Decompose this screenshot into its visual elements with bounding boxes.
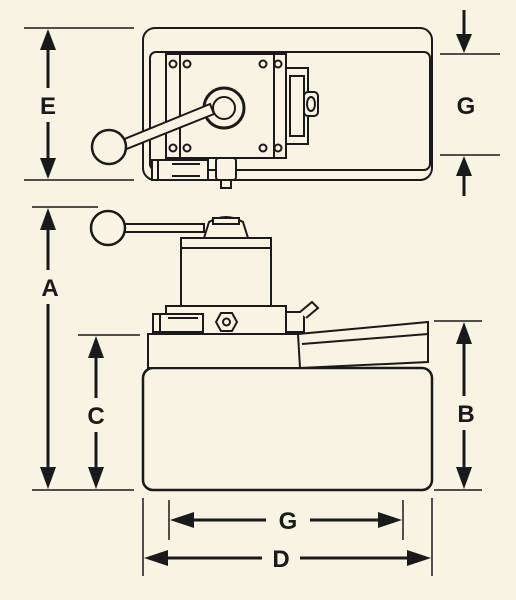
- side-view-reservoir: [141, 366, 434, 492]
- side-view-base-block: [147, 333, 301, 369]
- label-d: D: [272, 546, 289, 573]
- top-view: [90, 27, 433, 189]
- dimension-b: [434, 320, 482, 491]
- side-view-handle-knob: [89, 209, 127, 247]
- side-view-pedal: [296, 320, 429, 370]
- label-e: E: [40, 93, 56, 120]
- top-view-handle-knob: [90, 128, 128, 166]
- label-c: C: [87, 403, 104, 430]
- dimension-c: [78, 334, 140, 489]
- label-g-top: G: [457, 93, 476, 120]
- side-view: [89, 209, 434, 492]
- dimension-g-bottom: [168, 500, 404, 540]
- label-g-bottom: G: [279, 508, 298, 535]
- dimension-g-top: [440, 10, 500, 196]
- top-view-inner-outline: [149, 51, 431, 171]
- dimension-e: [24, 27, 134, 181]
- label-a: A: [41, 275, 58, 302]
- dimension-a: [32, 206, 134, 491]
- label-b: B: [457, 401, 474, 428]
- plate-bolts: [168, 59, 283, 153]
- top-view-fitting: [215, 157, 237, 181]
- side-view-cylinder: [180, 245, 272, 307]
- side-view-hex-nut: [214, 312, 239, 332]
- side-view-handle-lever: [123, 223, 205, 233]
- side-view-fitting: [285, 311, 305, 333]
- dimension-d: [142, 498, 433, 576]
